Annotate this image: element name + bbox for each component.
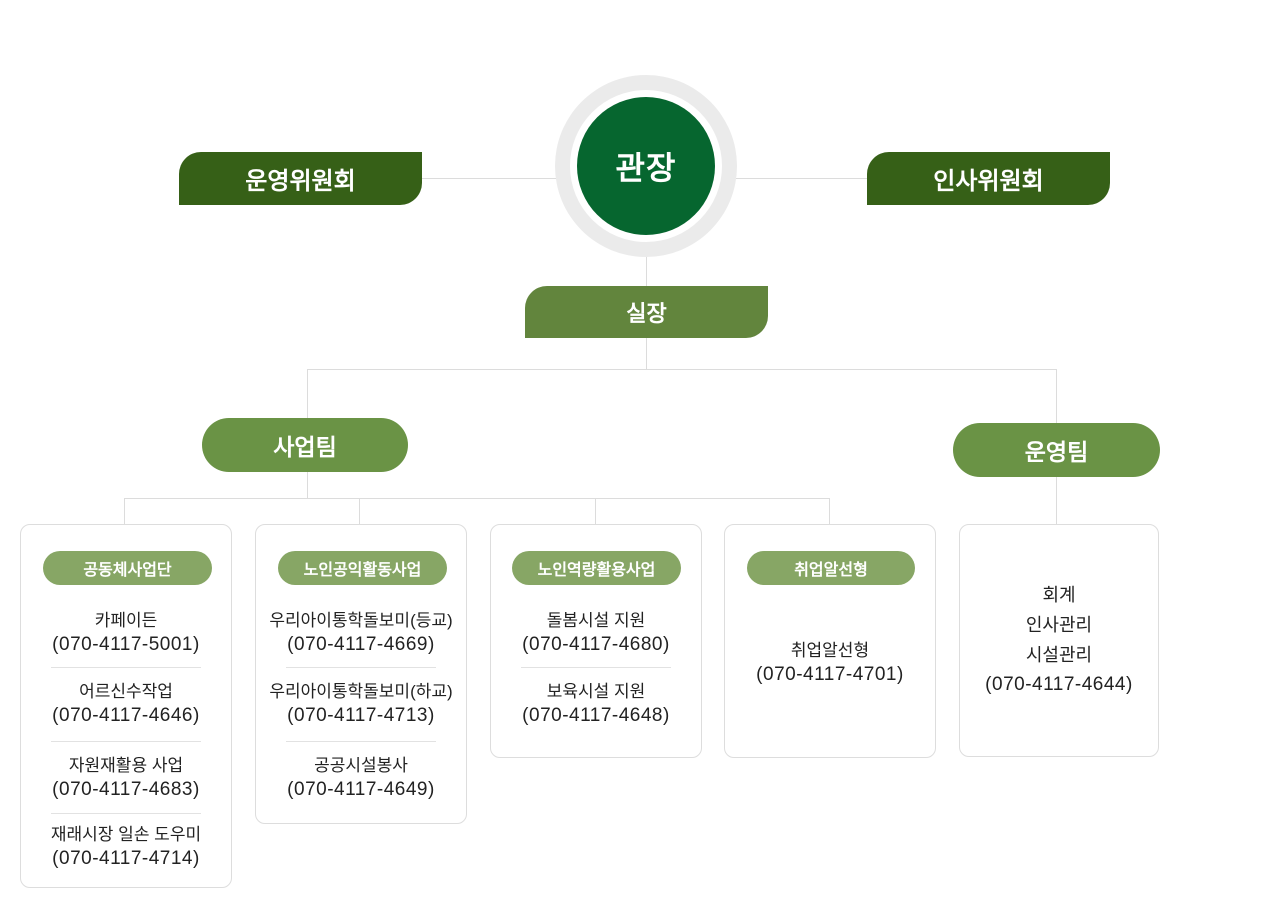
business-team-box[interactable]: 사업팀 xyxy=(202,418,408,472)
division-entry: 취업알선형 (070-4117-4701) xyxy=(725,639,935,687)
entry-name: 돌봄시설 지원 xyxy=(546,611,646,630)
operations-item: 회계 xyxy=(1042,585,1076,605)
connector-teams-horizontal xyxy=(307,369,1057,370)
entry-name: 우리아이통학돌보미(등교) xyxy=(269,611,453,630)
operations-card: 회계 인사관리 시설관리 (070-4117-4644) xyxy=(959,524,1159,757)
connector-division-1 xyxy=(124,498,125,525)
division-entry: 공공시설봉사 (070-4117-4649) xyxy=(256,754,466,802)
division-entry: 보육시설 지원 (070-4117-4648) xyxy=(491,680,701,728)
entry-name: 취업알선형 xyxy=(790,641,870,660)
division-title[interactable]: 노인공익활동사업 xyxy=(278,551,447,585)
entry-phone: (070-4117-5001) xyxy=(52,634,200,655)
connector-division-3 xyxy=(595,498,596,525)
chief-box[interactable]: 실장 xyxy=(525,286,768,338)
connector-business-team-down xyxy=(307,471,308,499)
director-node: 관장 xyxy=(555,75,737,257)
entry-name: 보육시설 지원 xyxy=(546,682,646,701)
entry-name: 우리아이통학돌보미(하교) xyxy=(269,682,453,701)
personnel-committee-box[interactable]: 인사위원회 xyxy=(867,152,1110,205)
entry-divider xyxy=(286,667,436,668)
division-title[interactable]: 노인역량활용사업 xyxy=(512,551,681,585)
operations-phone: (070-4117-4644) xyxy=(985,674,1133,695)
entry-name: 재래시장 일손 도우미 xyxy=(50,825,202,844)
division-entry: 카페이든 (070-4117-5001) xyxy=(21,609,231,657)
operations-team-box[interactable]: 운영팀 xyxy=(953,423,1160,477)
division-card-capacity: 노인역량활용사업 돌봄시설 지원 (070-4117-4680) 보육시설 지원… xyxy=(490,524,702,758)
connector-business-team-up xyxy=(307,369,308,418)
division-title[interactable]: 공동체사업단 xyxy=(43,551,212,585)
division-entry: 우리아이통학돌보미(등교) (070-4117-4669) xyxy=(256,609,466,657)
division-card-public-service: 노인공익활동사업 우리아이통학돌보미(등교) (070-4117-4669) 우… xyxy=(255,524,467,824)
director-button[interactable]: 관장 xyxy=(577,97,715,235)
operations-item: 시설관리 xyxy=(1025,645,1093,665)
entry-phone: (070-4117-4646) xyxy=(52,705,200,726)
entry-phone: (070-4117-4648) xyxy=(522,705,670,726)
entry-phone: (070-4117-4649) xyxy=(287,779,435,800)
connector-left-committee xyxy=(422,178,557,179)
connector-divisions-horizontal xyxy=(124,498,830,499)
entry-phone: (070-4117-4683) xyxy=(52,779,200,800)
entry-name: 자원재활용 사업 xyxy=(68,756,184,775)
connector-director-chief xyxy=(646,255,647,286)
entry-phone: (070-4117-4713) xyxy=(287,705,435,726)
connector-division-2 xyxy=(359,498,360,525)
entry-name: 카페이든 xyxy=(94,611,158,630)
division-card-community: 공동체사업단 카페이든 (070-4117-5001) 어르신수작업 (070-… xyxy=(20,524,232,888)
operating-committee-box[interactable]: 운영위원회 xyxy=(179,152,422,205)
division-entry: 우리아이통학돌보미(하교) (070-4117-4713) xyxy=(256,680,466,728)
operations-item: 인사관리 xyxy=(1025,615,1093,635)
connector-right-committee xyxy=(736,178,868,179)
entry-phone: (070-4117-4714) xyxy=(52,848,200,869)
entry-name: 어르신수작업 xyxy=(79,682,173,701)
connector-operations-card xyxy=(1056,476,1057,524)
division-entry: 돌봄시설 지원 (070-4117-4680) xyxy=(491,609,701,657)
connector-chief-down xyxy=(646,338,647,370)
connector-division-4 xyxy=(829,498,830,525)
division-entry: 자원재활용 사업 (070-4117-4683) xyxy=(21,754,231,802)
entry-divider xyxy=(51,813,201,814)
entry-phone: (070-4117-4680) xyxy=(522,634,670,655)
entry-divider xyxy=(286,741,436,742)
entry-phone: (070-4117-4701) xyxy=(756,664,904,685)
entry-name: 공공시설봉사 xyxy=(314,756,408,775)
entry-divider xyxy=(521,667,671,668)
entry-phone: (070-4117-4669) xyxy=(287,634,435,655)
entry-divider xyxy=(51,741,201,742)
entry-divider xyxy=(51,667,201,668)
division-title[interactable]: 취업알선형 xyxy=(747,551,915,585)
division-entry: 어르신수작업 (070-4117-4646) xyxy=(21,680,231,728)
connector-operations-team-up xyxy=(1056,369,1057,423)
division-entry: 재래시장 일손 도우미 (070-4117-4714) xyxy=(21,823,231,871)
division-card-employment: 취업알선형 취업알선형 (070-4117-4701) xyxy=(724,524,936,758)
